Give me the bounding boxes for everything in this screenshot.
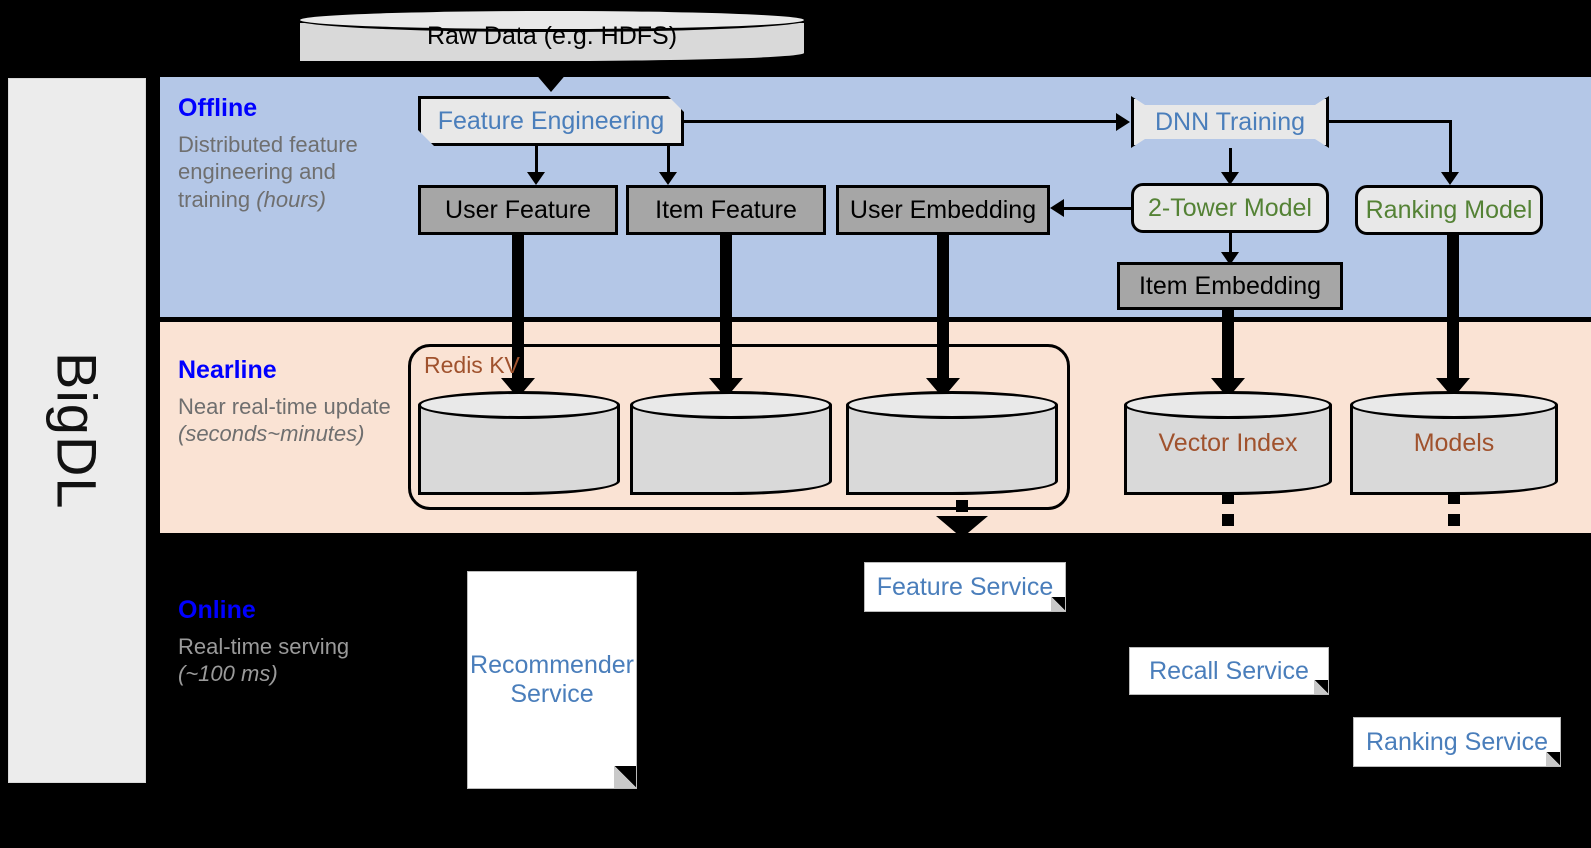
pipe-itemfeature-to-redis bbox=[720, 235, 732, 385]
band-title-offline: Offline bbox=[178, 94, 258, 122]
arrowhead-fe-to-dnn bbox=[1116, 113, 1130, 131]
band-title-nearline: Nearline bbox=[178, 356, 277, 384]
dash-vectorindex-1 bbox=[1222, 492, 1234, 504]
band-label-online: Online Real-time serving (~100 ms) bbox=[178, 596, 388, 848]
doc-recall-service[interactable]: Recall Service bbox=[1129, 647, 1329, 695]
band-label-offline: Offline Distributed feature engineering … bbox=[178, 94, 378, 214]
item-embedding-label: Item Embedding bbox=[1138, 271, 1322, 300]
dash-vectorindex-2 bbox=[1222, 514, 1234, 526]
node-2-tower-model[interactable]: 2-Tower Model bbox=[1131, 183, 1329, 233]
dash-models-1 bbox=[1448, 492, 1460, 504]
arrowhead-dnn-to-ranking bbox=[1441, 172, 1459, 185]
redis-cyl-3-top bbox=[846, 391, 1058, 419]
redis-cylinder-item-feature[interactable] bbox=[630, 391, 832, 495]
band-title-online: Online bbox=[178, 596, 256, 624]
node-item-feature[interactable]: Item Feature bbox=[626, 185, 826, 235]
redis-cyl-2-top bbox=[630, 391, 832, 419]
doc-fold-icon-recall bbox=[1314, 680, 1328, 694]
bigdl-sidebar: BigDL bbox=[8, 78, 146, 783]
band-desc-nearline: Near real-time update (seconds~minutes) bbox=[178, 393, 408, 448]
arrowhead-dnn-to-twotower bbox=[1221, 172, 1239, 185]
redis-cyl-1-top bbox=[418, 391, 620, 419]
arrowhead-twotower-to-itememb bbox=[1221, 252, 1239, 265]
band-label-nearline: Nearline Near real-time update (seconds~… bbox=[178, 356, 408, 448]
recommender-service-label: Recommender Service bbox=[470, 651, 634, 708]
connector-twotower-to-itememb bbox=[1229, 233, 1232, 260]
band-desc-online: Real-time serving (~100 ms) bbox=[178, 633, 388, 688]
doc-recommender-service[interactable]: Recommender Service bbox=[467, 571, 637, 789]
doc-ranking-service[interactable]: Ranking Service bbox=[1353, 717, 1561, 767]
doc-fold-icon-ranking bbox=[1546, 752, 1560, 766]
raw-data-top bbox=[297, 8, 807, 32]
band-desc-nearline-text: Near real-time update bbox=[178, 393, 391, 419]
doc-fold-icon-feature bbox=[1051, 597, 1065, 611]
arrowhead-twotower-to-userembedding bbox=[1050, 199, 1064, 217]
raw-data-cylinder: Raw Data (e.g. HDFS) bbox=[297, 8, 807, 64]
band-desc-online-text: Real-time serving bbox=[178, 633, 350, 659]
node-feature-engineering[interactable]: Feature Engineering bbox=[418, 96, 684, 146]
models-top bbox=[1350, 391, 1558, 419]
pipe-userfeature-to-redis bbox=[512, 235, 524, 385]
arrowhead-fe-to-itemfeature bbox=[659, 172, 677, 185]
raw-data-label: Raw Data (e.g. HDFS) bbox=[426, 21, 678, 50]
models-label: Models bbox=[1413, 428, 1495, 457]
redis-kv-label: Redis KV bbox=[424, 352, 520, 378]
connector-dnn-to-ranking-v bbox=[1449, 120, 1452, 178]
arrowhead-redis-to-featureservice bbox=[936, 516, 988, 538]
two-tower-model-label: 2-Tower Model bbox=[1148, 193, 1312, 222]
redis-cylinder-user-embedding[interactable] bbox=[846, 391, 1058, 495]
bigdl-label: BigDL bbox=[45, 351, 109, 510]
node-item-embedding[interactable]: Item Embedding bbox=[1117, 262, 1343, 310]
ranking-service-label: Ranking Service bbox=[1365, 727, 1549, 756]
feature-service-label: Feature Service bbox=[876, 572, 1054, 601]
band-desc-nearline-em: (seconds~minutes) bbox=[178, 421, 365, 446]
band-desc-offline-text: Distributed feature engineering and trai… bbox=[178, 131, 358, 212]
band-desc-online-em: (~100 ms) bbox=[178, 661, 278, 686]
feature-engineering-label: Feature Engineering bbox=[437, 106, 665, 135]
dash-redis-to-featureservice-1 bbox=[956, 500, 968, 512]
node-user-feature[interactable]: User Feature bbox=[418, 185, 618, 235]
vector-index-top bbox=[1124, 391, 1332, 419]
connector-fe-to-itemfeature bbox=[667, 146, 670, 178]
doc-feature-service[interactable]: Feature Service bbox=[864, 562, 1066, 612]
vector-index-body bbox=[1124, 405, 1332, 495]
connector-twotower-to-userembedding bbox=[1062, 207, 1132, 210]
item-feature-label: Item Feature bbox=[655, 195, 797, 224]
vector-index-cylinder[interactable]: Vector Index bbox=[1124, 391, 1332, 495]
connector-fe-to-userfeature bbox=[535, 146, 538, 178]
models-cylinder[interactable]: Models bbox=[1350, 391, 1558, 495]
dash-models-2 bbox=[1448, 514, 1460, 526]
node-ranking-model[interactable]: Ranking Model bbox=[1355, 185, 1543, 235]
redis-kv-container bbox=[408, 344, 1070, 510]
pipe-rankingmodel-to-models bbox=[1447, 235, 1459, 385]
connector-fe-to-dnn bbox=[684, 120, 1116, 123]
ranking-model-label: Ranking Model bbox=[1365, 195, 1533, 224]
arrowhead-raw-to-fe bbox=[534, 72, 568, 92]
band-desc-offline-em: (hours) bbox=[256, 186, 326, 212]
vector-index-label: Vector Index bbox=[1158, 428, 1298, 457]
node-user-embedding[interactable]: User Embedding bbox=[836, 185, 1050, 235]
user-embedding-label: User Embedding bbox=[849, 195, 1037, 224]
band-desc-offline: Distributed feature engineering and trai… bbox=[178, 131, 378, 214]
connector-dnn-to-ranking-h bbox=[1329, 120, 1452, 123]
pipe-userembedding-to-redis bbox=[937, 235, 949, 385]
arrowhead-fe-to-userfeature bbox=[527, 172, 545, 185]
diagram-canvas: BigDL Offline Distributed feature engine… bbox=[8, 8, 1591, 789]
redis-cylinder-user-feature[interactable] bbox=[418, 391, 620, 495]
pipe-itememb-to-vectorindex bbox=[1222, 310, 1234, 385]
connector-dnn-to-twotower bbox=[1229, 148, 1232, 178]
recall-service-label: Recall Service bbox=[1149, 656, 1309, 685]
user-feature-label: User Feature bbox=[445, 195, 591, 224]
dnn-training-label: DNN Training bbox=[1154, 107, 1306, 136]
doc-fold-icon-recommender bbox=[614, 766, 636, 788]
